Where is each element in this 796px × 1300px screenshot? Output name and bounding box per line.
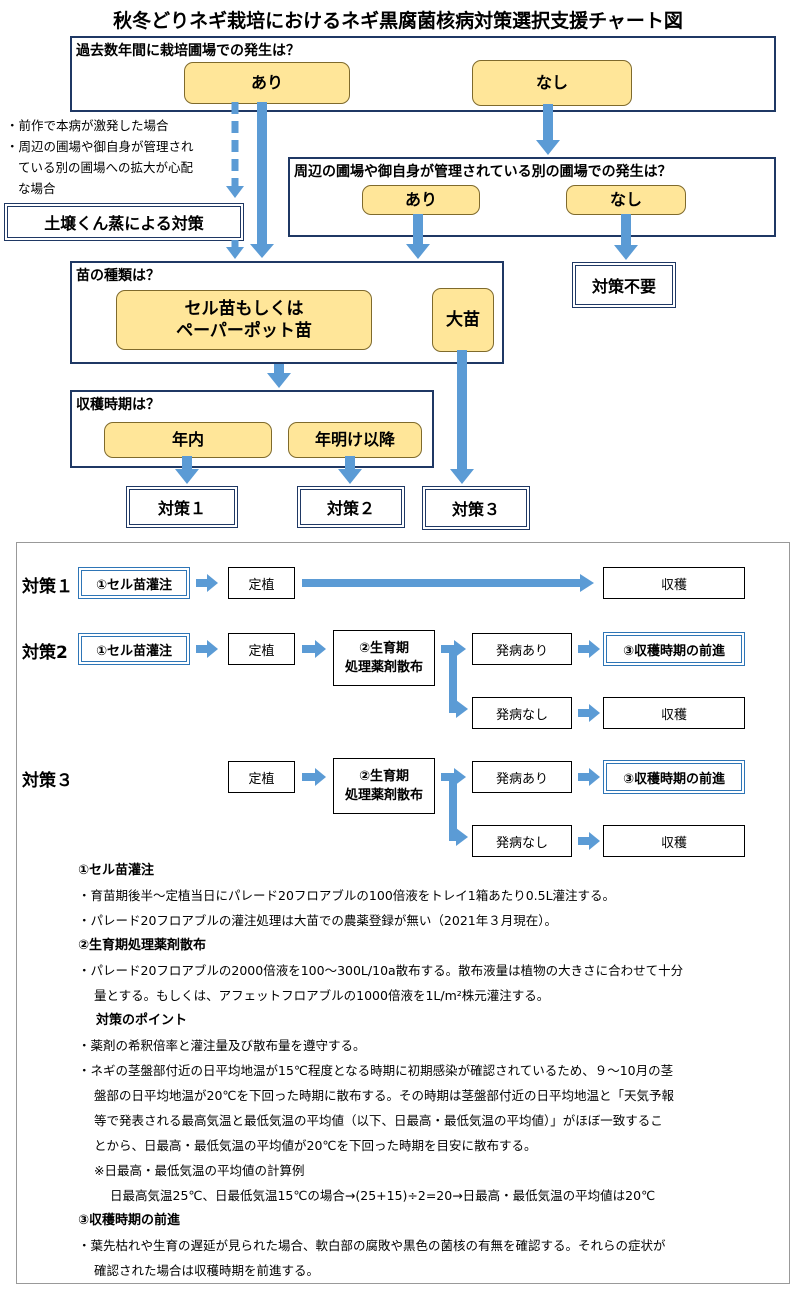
arrow-newyear-head bbox=[338, 469, 362, 484]
step-planting-2: 定植 bbox=[228, 633, 295, 665]
side-note-line: ている別の圃場への拡大が心配 bbox=[18, 160, 194, 175]
soil-fumigation-measure: 土壌くん蒸による対策 bbox=[4, 203, 244, 241]
option-q1-yes[interactable]: あり bbox=[184, 62, 350, 104]
arrow-r2-split bbox=[449, 653, 457, 709]
question-frame-nearby-occurrence: 周辺の圃場や御自身が管理されている別の圃場での発生は？ あり なし bbox=[288, 157, 776, 237]
arrow-yes-to-seedling-head bbox=[250, 244, 274, 258]
side-note-line: な場合 bbox=[18, 181, 56, 196]
note-heading-cell-drench: ①セル苗灌注 bbox=[78, 863, 155, 878]
step-disease-no-2: 発病なし bbox=[472, 697, 572, 729]
arrow-r3-b bbox=[302, 773, 316, 781]
step-advance-harvest-3: ③収穫時期の前進 bbox=[603, 760, 745, 794]
note-heading-spray: ②生育期処理薬剤散布 bbox=[78, 938, 207, 953]
step-harvest-2: 収穫 bbox=[603, 697, 745, 729]
step-cell-drench-1: ①セル苗灌注 bbox=[78, 567, 190, 599]
note-line: ・ネギの茎盤部付近の日平均地温が15℃程度となる時期に初期感染が確認されているた… bbox=[78, 1063, 674, 1078]
arrow-r2-e bbox=[578, 709, 590, 717]
arrow-r2-c bbox=[441, 645, 455, 653]
note-line: とから、日最高・最低気温の平均値が20℃を下回った時期を目安に散布する。 bbox=[94, 1138, 537, 1153]
arrow-r2-d bbox=[578, 645, 590, 653]
step-cell-drench-2: ①セル苗灌注 bbox=[78, 633, 190, 665]
question-frame-seedling-type: 苗の種類は？ セル苗もしくは ペーパーポット苗 大苗 bbox=[70, 261, 504, 364]
option-cell-seedling-line1: セル苗もしくは bbox=[184, 298, 304, 319]
measure-1-box: 対策１ bbox=[126, 486, 238, 528]
option-q2-yes[interactable]: あり bbox=[362, 185, 480, 215]
note-calc-heading: ※日最高・最低気温の平均値の計算例 bbox=[94, 1163, 305, 1178]
step-planting-3: 定植 bbox=[228, 761, 295, 793]
arrow-cell-head bbox=[267, 373, 291, 388]
arrow-dashed-head-1 bbox=[226, 186, 244, 198]
row-label-measure-2: 対策2 bbox=[22, 643, 68, 663]
step-spray-2-line2: 処理薬剤散布 bbox=[344, 660, 423, 675]
arrow-large-head bbox=[450, 469, 474, 484]
step-spray-2-line1: ②生育期 bbox=[358, 640, 409, 656]
measures-detail-panel bbox=[16, 542, 790, 1284]
arrow-r2-a bbox=[196, 645, 208, 653]
note-line: 盤部の日平均地温が20℃を下回った時期に散布する。その時期は茎盤部付近の日平均地… bbox=[94, 1088, 674, 1103]
arrow-r3-split bbox=[449, 781, 457, 837]
arrow-r3-c bbox=[441, 773, 455, 781]
note-calc-example: 日最高気温25℃、日最低気温15℃の場合→(25+15)÷2=20→日最高・最低… bbox=[110, 1188, 656, 1203]
note-line: 等で発表される最高気温と最低気温の平均値（以下、日最高・最低気温の平均値）」がほ… bbox=[94, 1113, 663, 1128]
side-note-line: ・周辺の圃場や御自身が管理され bbox=[6, 139, 194, 154]
step-disease-no-3: 発病なし bbox=[472, 825, 572, 857]
arrow-dashed-head-2 bbox=[226, 247, 244, 259]
note-line: 量とする。もしくは、アフェットフロアブルの1000倍液を1L/m²株元灌注する。 bbox=[94, 988, 550, 1003]
note-heading-advance: ③収穫時期の前進 bbox=[78, 1213, 181, 1228]
step-spray-3-line1: ②生育期 bbox=[358, 768, 409, 784]
arrow-q2no-head bbox=[614, 245, 638, 260]
option-cell-seedling[interactable]: セル苗もしくは ペーパーポット苗 bbox=[116, 290, 372, 350]
measure-3-box: 対策３ bbox=[422, 486, 530, 530]
row-label-measure-3: 対策３ bbox=[22, 771, 73, 791]
side-note-line: ・前作で本病が激発した場合 bbox=[6, 118, 169, 133]
row-label-measure-1: 対策１ bbox=[22, 577, 73, 597]
arrow-r1-a bbox=[196, 579, 208, 587]
arrow-r3-e bbox=[578, 837, 590, 845]
note-subheading-points: 対策のポイント bbox=[96, 1013, 188, 1028]
arrow-r2-b bbox=[302, 645, 316, 653]
question-nearby-occurrence: 周辺の圃場や御自身が管理されている別の圃場での発生は？ bbox=[294, 164, 672, 180]
step-harvest-3: 収穫 bbox=[603, 825, 745, 857]
step-planting-1: 定植 bbox=[228, 567, 295, 599]
measure-2-box: 対策２ bbox=[297, 486, 405, 528]
option-q2-no[interactable]: なし bbox=[566, 185, 686, 215]
question-frame-harvest-time: 収穫時期は？ 年内 年明け以降 bbox=[70, 390, 434, 468]
arrow-q2yes-head bbox=[406, 244, 430, 259]
notes-section: ①セル苗灌注 ・育苗期後半～定植当日にパレード20フロアブルの100倍液をトレイ… bbox=[78, 858, 786, 1283]
step-spray-3-line2: 処理薬剤散布 bbox=[344, 788, 423, 803]
arrow-r1-b bbox=[302, 579, 582, 587]
step-disease-yes-2: 発病あり bbox=[472, 633, 572, 665]
step-advance-harvest-2: ③収穫時期の前進 bbox=[603, 632, 745, 666]
arrow-year-head bbox=[175, 469, 199, 484]
step-disease-yes-3: 発病あり bbox=[472, 761, 572, 793]
note-line: ・葉先枯れや生育の遅延が見られた場合、軟白部の腐敗や黒色の菌核の有無を確認する。… bbox=[78, 1238, 666, 1253]
question-frame-past-occurrence: 過去数年間に栽培圃場での発生は？ あり なし bbox=[70, 36, 776, 112]
page-title: 秋冬どりネギ栽培におけるネギ黒腐菌核病対策選択支援チャート図 bbox=[113, 10, 683, 32]
no-measure-needed: 対策不要 bbox=[572, 262, 676, 308]
side-note: ・前作で本病が激発した場合 ・周辺の圃場や御自身が管理され ている別の圃場への拡… bbox=[6, 115, 236, 199]
note-line: ・パレード20フロアブルの2000倍液を100～300L/10a散布する。散布液… bbox=[78, 963, 684, 978]
question-seedling-type: 苗の種類は？ bbox=[76, 268, 160, 284]
note-line: ・パレード20フロアブルの灌注処理は大苗での農薬登録が無い（2021年３月現在）… bbox=[78, 913, 557, 928]
option-cell-seedling-line2: ペーパーポット苗 bbox=[176, 321, 312, 341]
note-line: 確認された場合は収穫時期を前進する。 bbox=[94, 1263, 320, 1278]
option-within-year[interactable]: 年内 bbox=[104, 422, 272, 458]
question-past-occurrence: 過去数年間に栽培圃場での発生は？ bbox=[76, 43, 300, 59]
step-spray-2: ②生育期 処理薬剤散布 bbox=[333, 630, 435, 686]
step-harvest-1: 収穫 bbox=[603, 567, 745, 599]
option-large-seedling[interactable]: 大苗 bbox=[432, 288, 494, 352]
note-line: ・育苗期後半～定植当日にパレード20フロアブルの100倍液をトレイ1箱あたり0.… bbox=[78, 888, 616, 903]
arrow-no-to-q2-head bbox=[536, 140, 560, 155]
arrow-r3-d bbox=[578, 773, 590, 781]
step-spray-3: ②生育期 処理薬剤散布 bbox=[333, 758, 435, 814]
question-harvest-time: 収穫時期は？ bbox=[76, 397, 160, 413]
note-line: ・薬剤の希釈倍率と灌注量及び散布量を遵守する。 bbox=[78, 1038, 366, 1053]
